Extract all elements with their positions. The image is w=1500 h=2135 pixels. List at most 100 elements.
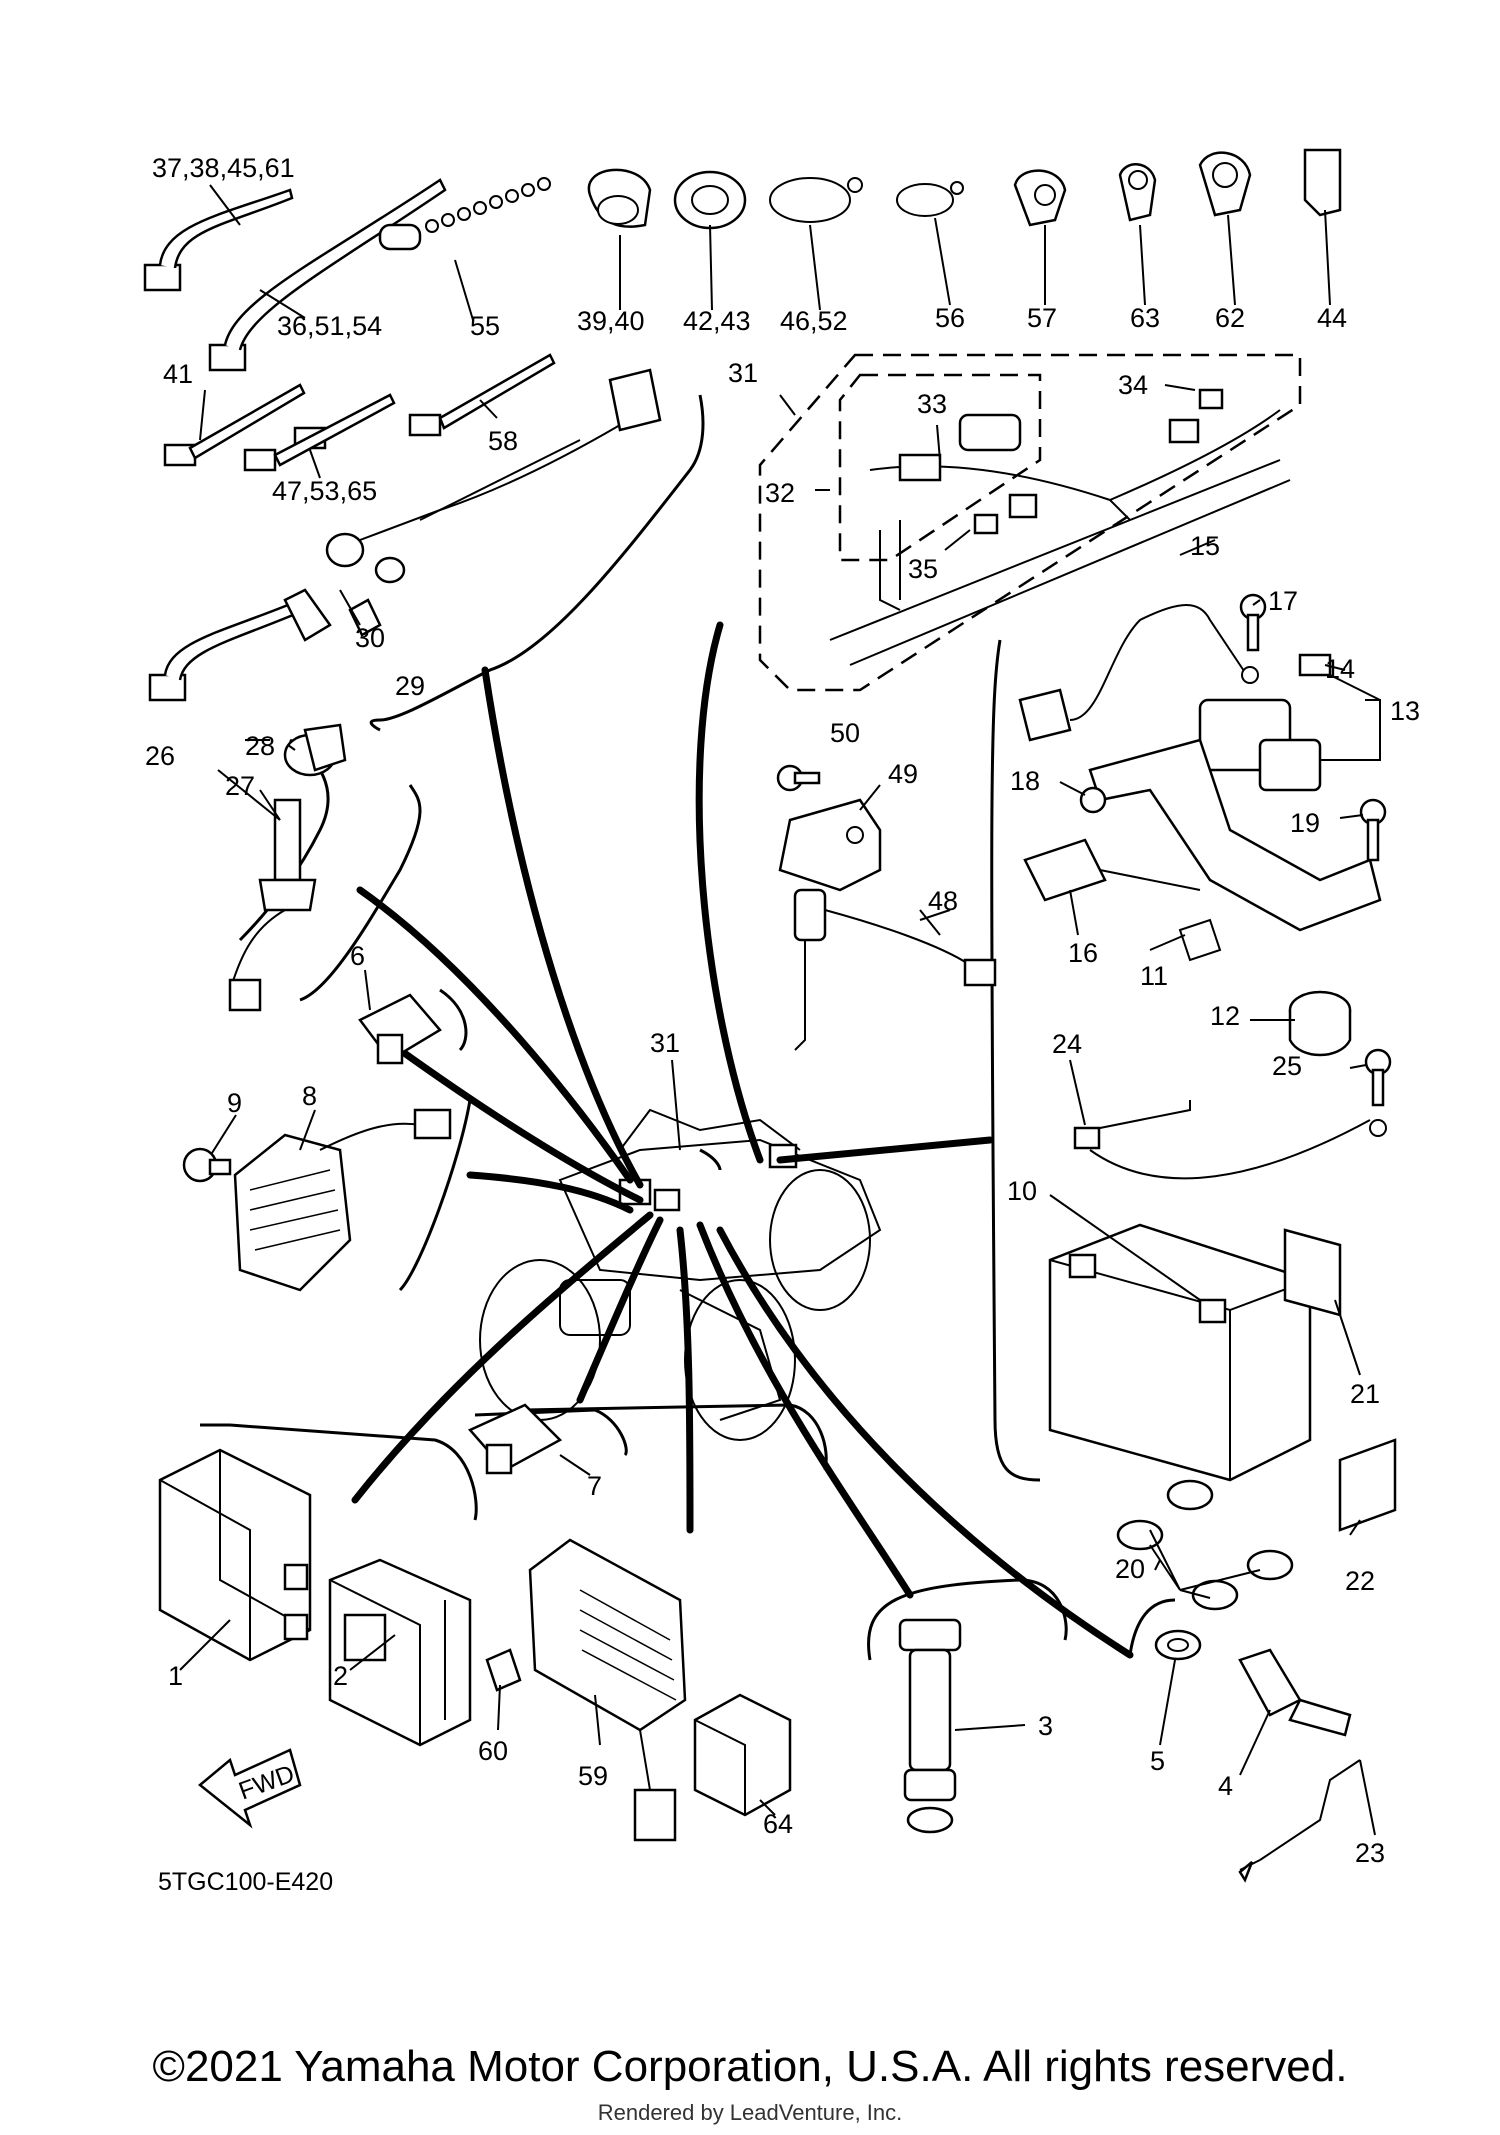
harness-31-detail <box>829 388 1291 666</box>
callout-14: 14 <box>1325 654 1355 684</box>
callout-23: 23 <box>1355 1838 1385 1868</box>
callout-44: 44 <box>1317 303 1347 333</box>
callout-55: 55 <box>470 311 500 341</box>
callout-35: 35 <box>908 554 938 584</box>
connection-wires <box>351 621 1134 1659</box>
battery-10 <box>1048 1223 1312 1482</box>
callout-46-52: 46,52 <box>780 306 848 336</box>
callout-24: 24 <box>1052 1029 1082 1059</box>
subassembly-31-outline <box>758 353 1302 692</box>
band-56 <box>896 181 964 217</box>
callout-17: 17 <box>1268 586 1298 616</box>
plug-cap-23 <box>1238 1759 1361 1883</box>
callout-3: 3 <box>1038 1711 1053 1741</box>
clip-57 <box>1013 169 1067 227</box>
callout-9: 9 <box>227 1088 242 1118</box>
callout-5: 5 <box>1150 1746 1165 1776</box>
cable-tie-47 <box>243 393 396 472</box>
rendered-by-credit: Rendered by LeadVenture, Inc. <box>597 2100 903 2125</box>
callout-57: 57 <box>1027 303 1057 333</box>
ignition-coil-3 <box>898 1618 962 1834</box>
battery-cable-15 <box>1018 604 1259 742</box>
pad-22 <box>1338 1438 1397 1532</box>
clamp-42 <box>673 170 747 230</box>
callout-18: 18 <box>1010 766 1040 796</box>
relay-64 <box>693 1693 792 1817</box>
diagram-code: 5TGC100-E420 <box>158 1868 333 1896</box>
callout-64: 64 <box>763 1809 793 1839</box>
callout-28: 28 <box>245 731 275 761</box>
callout-32: 32 <box>765 478 795 508</box>
callout-37-38-45-61: 37,38,45,61 <box>152 153 295 183</box>
callout-60: 60 <box>478 1736 508 1766</box>
leader-lines <box>179 184 1381 1836</box>
cable-tie-58 <box>408 353 556 437</box>
bolt-19 <box>1359 798 1387 862</box>
bolt-9 <box>182 1147 232 1183</box>
switch-7 <box>467 1403 563 1475</box>
callout-10: 10 <box>1007 1176 1037 1206</box>
callout-1: 1 <box>168 1661 183 1691</box>
callout-42-43: 42,43 <box>683 306 751 336</box>
callout-29: 29 <box>395 671 425 701</box>
callout-20: 20 <box>1115 1554 1145 1584</box>
callout-39-40: 39,40 <box>577 306 645 336</box>
callout-63: 63 <box>1130 303 1160 333</box>
callout-22: 22 <box>1345 1566 1375 1596</box>
callout-6: 6 <box>350 941 365 971</box>
dampers-20 <box>1116 1479 1294 1611</box>
callout-47-53-65: 47,53,65 <box>272 476 377 506</box>
callout-31-center: 31 <box>650 1028 680 1058</box>
callout-27: 27 <box>225 771 255 801</box>
callout-11: 11 <box>1140 961 1168 991</box>
callout-16: 16 <box>1068 938 1098 968</box>
copyright-notice: ©2021 Yamaha Motor Corporation, U.S.A. A… <box>152 2042 1348 2091</box>
callout-21: 21 <box>1350 1379 1380 1409</box>
ecu-1 <box>158 1448 312 1662</box>
spark-plug-4 <box>1238 1648 1352 1737</box>
bolt-50 <box>776 764 821 792</box>
callout-12: 12 <box>1210 1001 1240 1031</box>
clip-18 <box>1079 786 1107 814</box>
callout-59: 59 <box>578 1761 608 1791</box>
callout-13: 13 <box>1390 696 1420 726</box>
brake-switch-48 <box>793 888 997 1051</box>
clamp-39 <box>587 168 652 228</box>
fwd-arrow <box>198 1748 302 1829</box>
cable-tie-36 <box>208 178 447 372</box>
callout-62: 62 <box>1215 303 1245 333</box>
bracket-11 <box>1088 738 1382 962</box>
clip-63 <box>1118 163 1157 222</box>
callout-58: 58 <box>488 426 518 456</box>
callout-41: 41 <box>163 359 193 389</box>
callout-25: 25 <box>1272 1051 1302 1081</box>
callout-49: 49 <box>888 759 918 789</box>
battery-cable-24 <box>1073 1100 1371 1180</box>
bolt-17 <box>1239 593 1267 652</box>
starter-relay-13 <box>1198 698 1322 792</box>
callout-31-top: 31 <box>728 358 758 388</box>
ignition-unit-2 <box>328 1558 472 1747</box>
sub-harness-29 <box>283 368 662 642</box>
callout-34: 34 <box>1118 370 1148 400</box>
regulator-59 <box>528 1538 687 1842</box>
cable-tie-37 <box>148 598 307 702</box>
bolt-25 <box>1364 1048 1392 1137</box>
callout-48: 48 <box>928 886 958 916</box>
callout-labels: 37,38,45,61 36,51,54 55 39,40 42,43 46,5… <box>145 153 1420 1896</box>
clip-44 <box>1303 148 1342 217</box>
callout-36-51-54: 36,51,54 <box>277 311 382 341</box>
callout-26: 26 <box>145 741 175 771</box>
switch-6 <box>358 993 442 1065</box>
group-outlines <box>200 394 1176 1661</box>
damper-12 <box>1288 990 1352 1057</box>
clip-62 <box>1198 151 1252 217</box>
cable-tie-41 <box>163 383 306 467</box>
callout-8: 8 <box>302 1081 317 1111</box>
callout-15: 15 <box>1190 531 1220 561</box>
relay-16 <box>1023 838 1201 902</box>
band-46 <box>769 177 863 223</box>
callout-50: 50 <box>830 718 860 748</box>
bracket-49 <box>778 798 882 892</box>
